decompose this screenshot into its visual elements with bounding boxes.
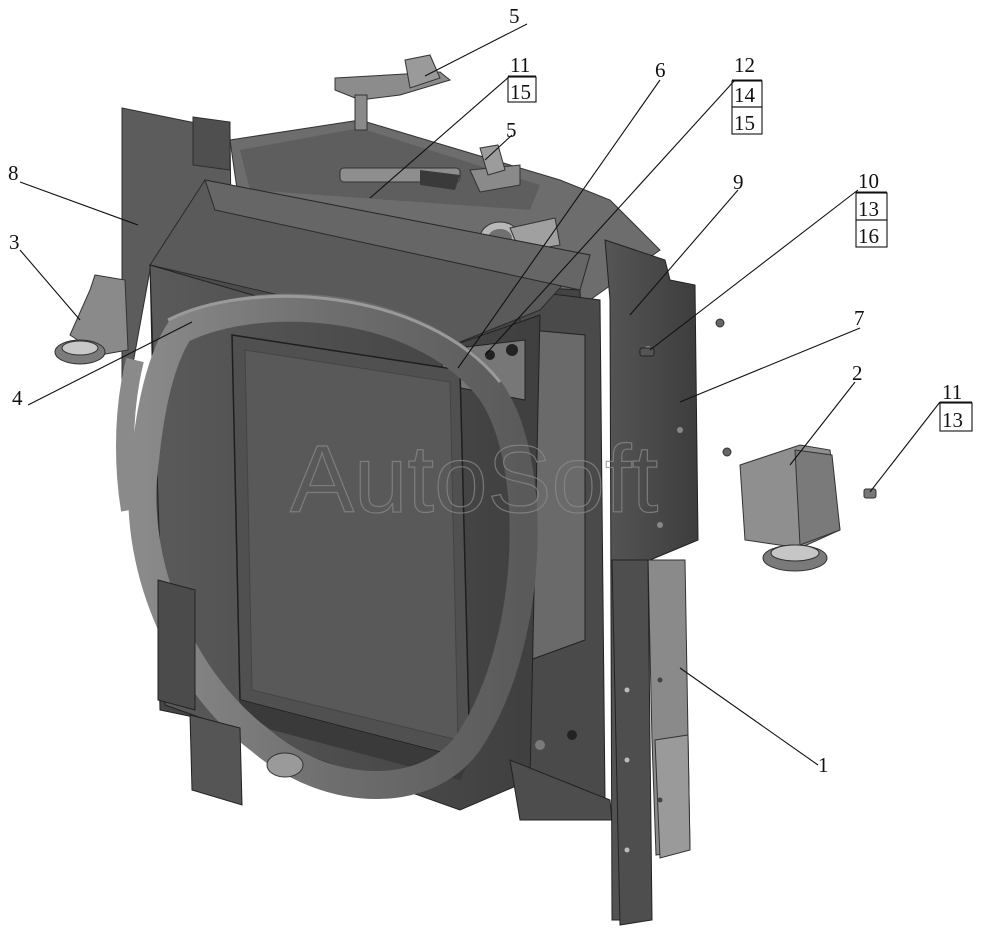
- callout-16: 16: [858, 224, 879, 248]
- leader-8: [19, 181, 139, 226]
- right-lower-strip: [611, 559, 691, 926]
- leader-1: [679, 667, 819, 766]
- callout-13-right: 13: [942, 408, 963, 432]
- left-mount-bracket: [54, 274, 129, 365]
- leader-6: [457, 79, 661, 369]
- callout-14: 14: [734, 83, 756, 107]
- watermark: AutoSoft: [290, 426, 658, 533]
- callout-9: 9: [733, 170, 744, 194]
- callout-5-upper: 5: [509, 4, 520, 28]
- number-boxes: [507, 76, 973, 432]
- loose-fasteners: [639, 318, 877, 499]
- leader-10-13-16: [649, 189, 859, 351]
- callout-3: 3: [9, 230, 20, 254]
- top-mount-bracket-upper: [334, 54, 452, 131]
- leader-11-15-upper: [369, 75, 511, 199]
- fan-shroud-ring: [116, 293, 538, 799]
- leader-3: [19, 249, 81, 321]
- callout-labels: 5 11 15 6 12 14 15 5 8 9 10 13 16 3 7 4 …: [8, 4, 963, 777]
- inner-frame: [231, 334, 471, 780]
- right-mount-bracket: [739, 444, 841, 572]
- callout-12: 12: [734, 53, 755, 77]
- callout-8: 8: [8, 161, 19, 185]
- leader-2: [789, 381, 856, 466]
- leader-4: [27, 321, 193, 406]
- callout-15-right: 15: [734, 111, 755, 135]
- callout-15-upper: 15: [510, 80, 531, 104]
- leader-11-13-right: [869, 401, 941, 493]
- leader-lines: [19, 23, 972, 766]
- callout-6: 6: [655, 58, 666, 82]
- leader-12-14-15: [484, 79, 736, 356]
- leader-9: [629, 189, 739, 316]
- callout-2: 2: [852, 361, 863, 385]
- callout-1: 1: [818, 753, 829, 777]
- left-lower-leg: [157, 579, 243, 806]
- callout-7: 7: [854, 306, 865, 330]
- callout-11-right: 11: [942, 380, 962, 404]
- callout-4: 4: [12, 386, 23, 410]
- leader-7: [679, 327, 861, 403]
- shroud-top-band: [149, 179, 591, 351]
- callout-5-lower: 5: [506, 118, 517, 142]
- callout-10: 10: [858, 169, 879, 193]
- callout-11-upper: 11: [510, 53, 530, 77]
- leader-5-lower: [484, 134, 513, 161]
- callout-13-mid: 13: [858, 197, 879, 221]
- top-mount-bracket-lower: [420, 144, 521, 193]
- leader-5-upper: [424, 23, 528, 77]
